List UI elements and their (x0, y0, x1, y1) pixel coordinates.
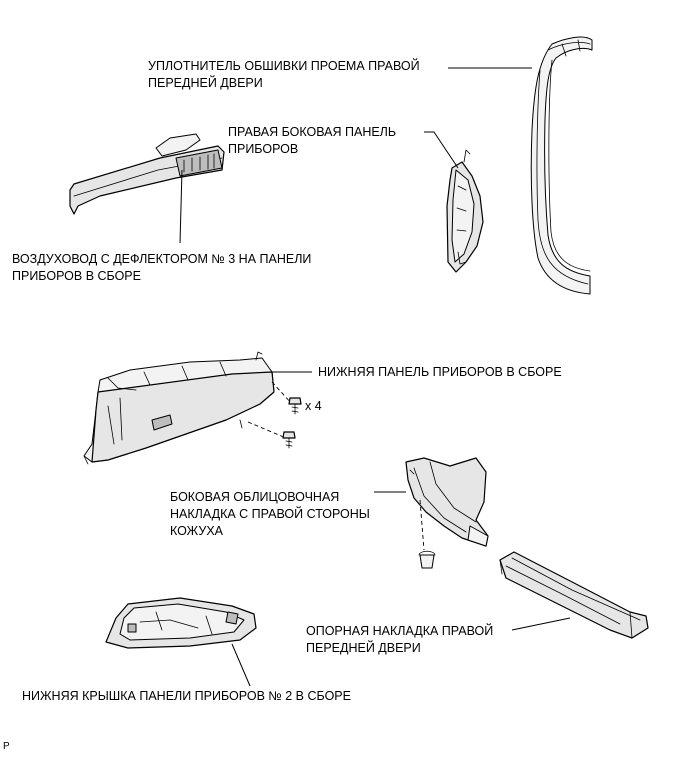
label-door-weatherstrip: УПЛОТНИТЕЛЬ ОБШИВКИ ПРОЕМА ПРАВОЙ ПЕРЕДН… (148, 59, 420, 90)
leader-lower-cover (231, 643, 251, 687)
label-lower-cover: НИЖНЯЯ КРЫШКА ПАНЕЛИ ПРИБОРОВ № 2 В СБОР… (22, 689, 351, 703)
clip-icon (418, 550, 436, 569)
leader-air-duct (179, 169, 183, 244)
corner-mark: P (3, 741, 10, 752)
cowl-trim-icon (405, 457, 489, 547)
label-cowl-side-trim: БОКОВАЯ ОБЛИЦОВОЧНАЯ НАКЛАДКА С ПРАВОЙ С… (170, 490, 370, 538)
screw-path-upper (271, 381, 293, 405)
label-air-duct: ВОЗДУХОВОД С ДЕФЛЕКТОРОМ № 3 НА ПАНЕЛИ П… (12, 252, 312, 283)
screw-icon (288, 397, 302, 415)
lower-panel-icon (83, 351, 275, 465)
screw-path-lower (247, 421, 287, 439)
clip-path (419, 499, 425, 551)
lower-cover-icon (105, 597, 257, 649)
leader-side-panel (424, 131, 459, 169)
label-lower-panel: НИЖНЯЯ ПАНЕЛЬ ПРИБОРОВ В СБОРЕ (318, 365, 562, 379)
leader-scuff-plate (511, 617, 571, 631)
screw-icon (282, 431, 296, 449)
label-scuff-plate: ОПОРНАЯ НАКЛАДКА ПРАВОЙ ПЕРЕДНЕЙ ДВЕРИ (306, 624, 494, 655)
scuff-plate-icon (499, 551, 649, 639)
label-side-panel: ПРАВАЯ БОКОВАЯ ПАНЕЛЬ ПРИБОРОВ (228, 125, 397, 156)
door-weatherstrip-icon (530, 36, 593, 295)
label-screw-count: x 4 (305, 399, 322, 413)
air-duct-icon (69, 133, 225, 215)
side-panel-icon (446, 149, 484, 273)
